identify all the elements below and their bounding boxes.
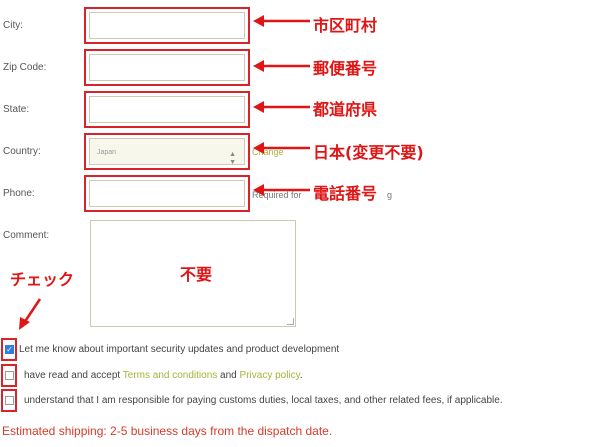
terms-link[interactable]: Terms and conditions (122, 370, 218, 381)
resize-handle-icon[interactable] (287, 318, 294, 325)
annotation-check: チェック (10, 270, 75, 289)
city-highlight (84, 7, 250, 44)
annotation-city: 市区町村 (313, 16, 378, 35)
zip-input[interactable] (89, 54, 245, 81)
annotation-arrows (253, 15, 310, 196)
phone-label: Phone: (3, 188, 35, 199)
check-arrow (19, 298, 42, 330)
zip-highlight (84, 49, 250, 86)
customs-checkbox[interactable] (5, 396, 14, 405)
phone-highlight (84, 175, 250, 212)
privacy-link[interactable]: Privacy policy (239, 370, 300, 381)
terms-checkbox[interactable] (5, 371, 14, 380)
comment-label: Comment: (3, 230, 50, 241)
country-highlight: Japan ▲▼ (84, 133, 250, 170)
annotation-phone: 電話番号 (313, 184, 378, 203)
checkbox-highlight-3 (1, 389, 17, 412)
phone-input[interactable] (89, 180, 245, 207)
city-input[interactable] (89, 12, 245, 39)
terms-and-text: and (217, 370, 240, 381)
annotation-comment: 不要 (180, 265, 213, 284)
shipping-estimate: Estimated shipping: 2-5 business days fr… (2, 424, 333, 438)
checkbox-highlight-1: ✓ (1, 338, 17, 361)
select-caret-icon: ▲▼ (229, 151, 236, 166)
checkbox-highlight-2 (1, 364, 17, 387)
customs-label: understand that I am responsible for pay… (24, 395, 503, 406)
annotation-state: 都道府県 (313, 100, 378, 119)
country-value: Japan (97, 149, 117, 156)
state-label: State: (3, 104, 30, 115)
terms-period: . (299, 370, 303, 381)
city-label: City: (3, 20, 23, 31)
state-highlight (84, 91, 250, 128)
country-label: Country: (3, 146, 41, 157)
state-input[interactable] (89, 96, 245, 123)
phone-hint: Required for (252, 190, 302, 200)
security-updates-label: Let me know about important security upd… (19, 344, 340, 355)
change-link[interactable]: Change (252, 147, 284, 157)
annotation-country: 日本(変更不要) (313, 143, 424, 162)
terms-text: have read and accept (24, 370, 123, 381)
comment-textarea[interactable] (90, 220, 296, 327)
terms-label: have read and accept Terms and condition… (24, 370, 303, 381)
security-updates-checkbox[interactable]: ✓ (5, 345, 14, 354)
annotation-zip: 郵便番号 (313, 59, 378, 78)
phone-hint-tail: g (387, 190, 393, 200)
zip-label: Zip Code: (3, 62, 47, 73)
country-select[interactable]: Japan ▲▼ (89, 138, 245, 166)
